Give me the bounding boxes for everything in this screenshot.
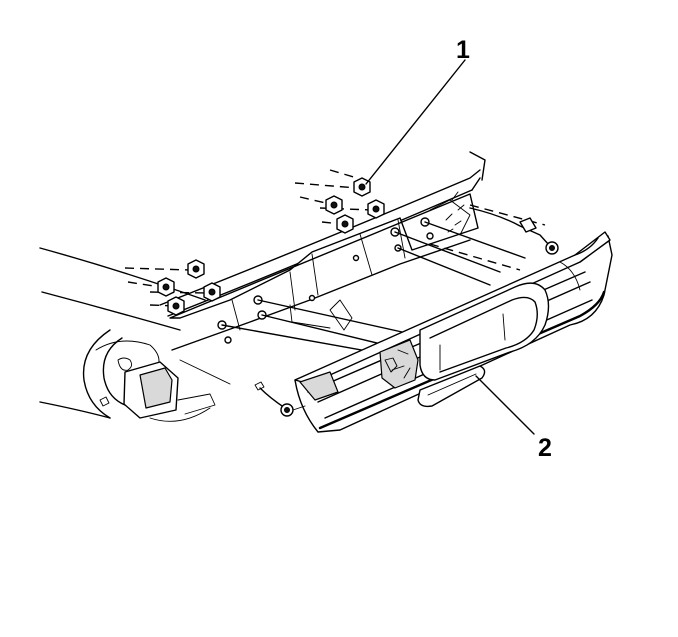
nut [157, 277, 175, 297]
nut [203, 282, 221, 302]
nut [353, 177, 371, 197]
connector-right [545, 241, 559, 255]
nut [325, 195, 343, 215]
callout-2: 2 [475, 375, 552, 462]
callout-1: 1 [365, 36, 470, 185]
nut [367, 199, 385, 219]
vehicle-rear-body [39, 247, 216, 422]
callout-label-1: 1 [456, 36, 470, 64]
wiring-harness [254, 207, 559, 417]
nut [187, 259, 205, 279]
callout-label-2: 2 [538, 434, 552, 462]
connector-left [280, 403, 294, 417]
nut [336, 214, 354, 234]
nut [167, 296, 185, 316]
retaining-nuts [157, 177, 385, 316]
rear-bumper [294, 231, 613, 433]
